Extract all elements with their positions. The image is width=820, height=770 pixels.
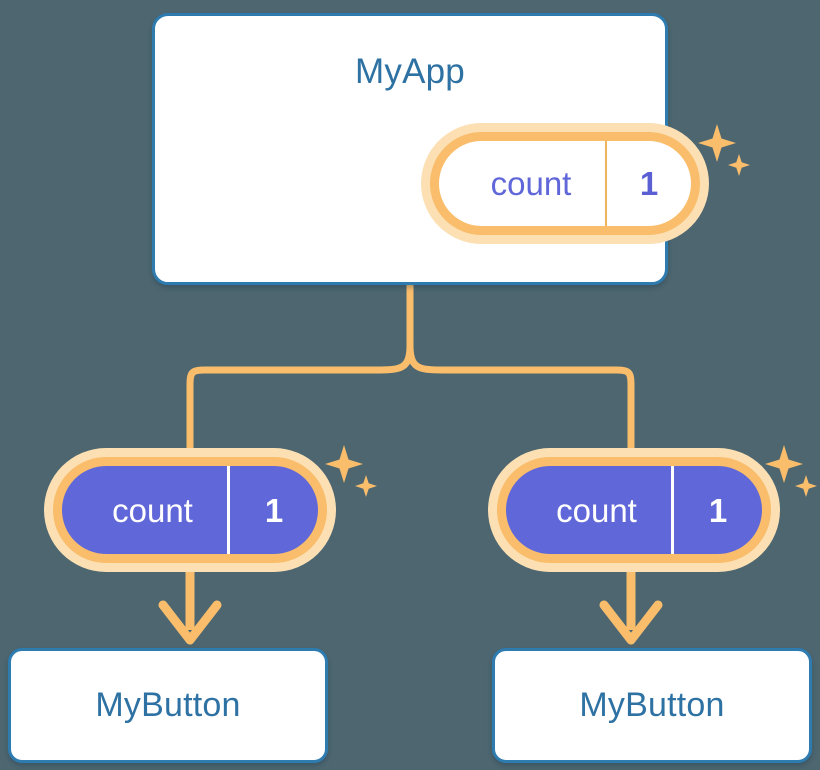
state-pill-branch-left-body: count 1 (53, 457, 327, 563)
leaf-component-label-left: MyButton (95, 686, 241, 724)
state-pill-branch-left[interactable]: count 1 (44, 448, 336, 572)
state-pill-branch-right-key: count (556, 491, 637, 529)
state-pill-root-value: 1 (605, 141, 691, 226)
state-pill-branch-right-value: 1 (671, 466, 762, 554)
leaf-component-card-left[interactable]: MyButton (8, 648, 328, 763)
leaf-component-card-right[interactable]: MyButton (492, 648, 812, 763)
state-pill-root-key: count (490, 165, 572, 202)
connector-branch-left (186, 341, 414, 454)
connector-arrow-left-head (158, 600, 222, 645)
state-pill-branch-right[interactable]: count 1 (488, 448, 780, 572)
state-pill-branch-left-value: 1 (227, 466, 318, 554)
leaf-component-label-right: MyButton (579, 686, 725, 724)
state-pill-branch-left-key: count (112, 491, 193, 529)
page-title: MyApp (355, 52, 465, 91)
root-component-card[interactable]: MyApp count 1 (152, 13, 750, 285)
state-pill-root-body: count 1 (430, 132, 700, 235)
state-pill-branch-right-body: count 1 (497, 457, 771, 563)
state-pill-root[interactable]: count 1 (421, 123, 709, 244)
connector-branch-right (406, 341, 635, 454)
connector-arrow-right-head (599, 600, 663, 645)
